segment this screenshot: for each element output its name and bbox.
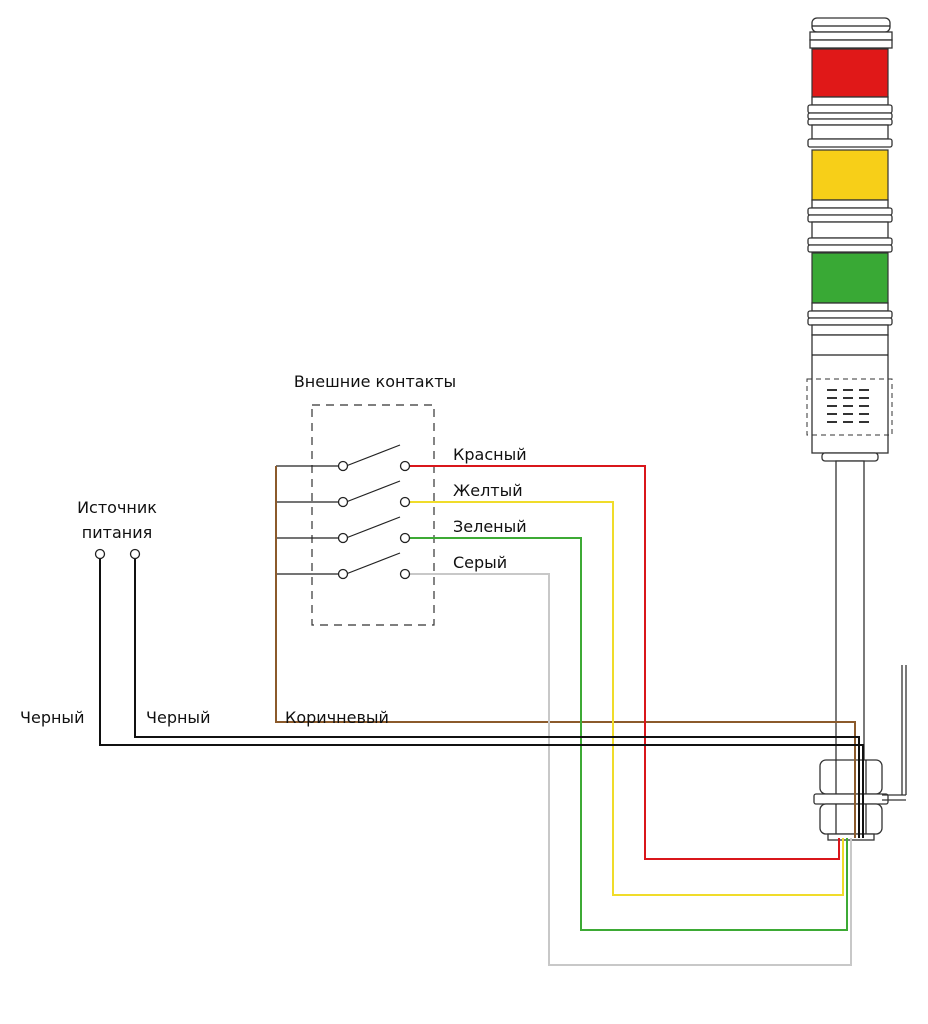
buzzer-area [806, 378, 893, 436]
mounting-nut [813, 759, 889, 841]
external-contacts-box [311, 404, 435, 626]
switch-yellow [345, 480, 401, 503]
label-brown: Коричневый [285, 708, 389, 727]
power-terminal-2 [129, 548, 141, 560]
wire-gray [405, 573, 852, 966]
external-contacts-block: Внешние контакты [276, 372, 456, 626]
wire-yellow [405, 501, 844, 896]
switch-red [345, 444, 401, 467]
label-black-1: Черный [20, 708, 84, 727]
yellow-lamp [811, 149, 889, 201]
signal-tower [806, 17, 907, 841]
label-yellow: Желтый [453, 481, 523, 500]
label-green: Зеленый [453, 517, 527, 536]
tower-ribs-3 [807, 302, 893, 336]
wires [99, 465, 864, 966]
green-lamp [811, 252, 889, 304]
wire-red [405, 465, 840, 860]
label-red: Красный [453, 445, 527, 464]
buzzer-slots [827, 389, 869, 423]
switch-terminals [337, 460, 411, 580]
wire-brown [275, 466, 856, 838]
red-lamp [811, 48, 889, 98]
switch-gray [345, 552, 401, 575]
wire-green [405, 537, 848, 931]
wire-labels: Красный Желтый Зеленый Серый Черный Черн… [20, 445, 527, 727]
power-terminal-1 [94, 548, 106, 560]
label-gray: Серый [453, 553, 507, 572]
power-source-label-line1: Источник [77, 498, 157, 517]
external-contacts-title: Внешние контакты [294, 372, 456, 391]
tower-ribs-2 [807, 199, 893, 253]
power-source-label-line2: питания [82, 523, 152, 542]
power-source: Источник питания [77, 498, 157, 560]
label-black-2: Черный [146, 708, 210, 727]
wire-black-2 [134, 556, 860, 838]
tower-ribs-1 [807, 96, 893, 148]
tower-pole [835, 460, 865, 762]
tower-cap [811, 17, 891, 33]
mounting-bracket [882, 665, 907, 801]
switch-green [345, 516, 401, 539]
wire-black-1 [99, 556, 864, 838]
